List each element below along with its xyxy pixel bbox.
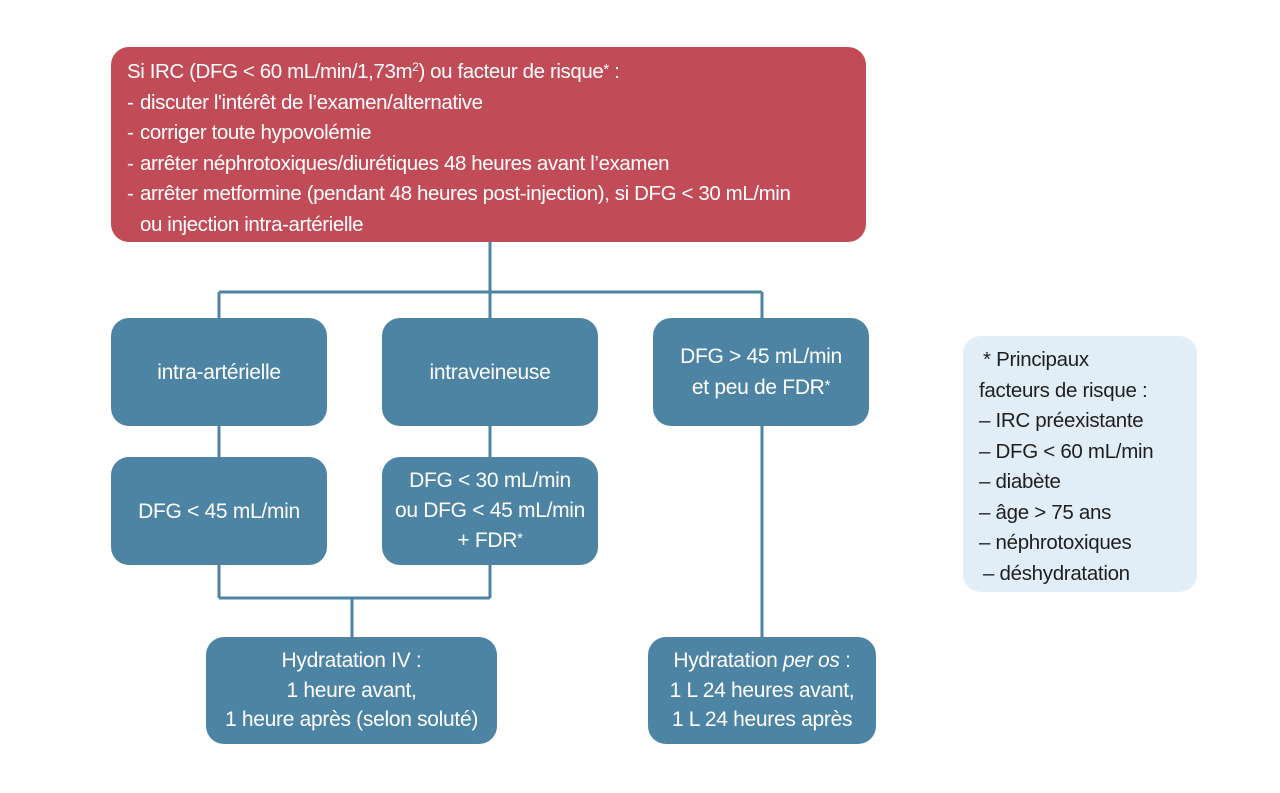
- risk-factors-title: * Principaux: [983, 348, 1089, 371]
- risk-factor-item: – DFG < 60 mL/min: [979, 439, 1154, 463]
- recommendation-item: -discuter l'intérêt de l’examen/alternat…: [127, 90, 483, 114]
- risk-factor-item: – néphrotoxiques: [979, 531, 1132, 554]
- risk-factor-item: – âge > 75 ans: [979, 500, 1112, 524]
- recommendations-title: Si IRC (DFG < 60 mL/min/1,73m2) ou facte…: [127, 60, 620, 83]
- risk-factor-item: – déshydratation: [983, 561, 1130, 585]
- box-hydratation-per-os: Hydratation per os : 1 L 24 heures avant…: [648, 637, 876, 744]
- risk-factor-item: – IRC préexistante: [979, 409, 1144, 432]
- risk-factors-box: * Principaux facteurs de risque : – IRC …: [963, 336, 1197, 592]
- recommendation-item: -arrêter metformine (pendant 48 heures p…: [127, 182, 791, 205]
- box-intra-arterielle: intra-artérielle: [111, 318, 327, 426]
- box-hydratation-iv: Hydratation IV : 1 heure avant, 1 heure …: [206, 637, 497, 744]
- risk-factors-subtitle: facteurs de risque :: [979, 378, 1148, 402]
- box-dfg-lt-45: DFG < 45 mL/min: [111, 457, 327, 565]
- box-intraveineuse: intraveineuse: [382, 318, 598, 426]
- recommendations-box: Si IRC (DFG < 60 mL/min/1,73m2) ou facte…: [111, 47, 866, 242]
- recommendation-item: -corriger toute hypovolémie: [127, 121, 372, 144]
- risk-factor-item: – diabète: [979, 470, 1061, 493]
- box-dfg30-or-45-fdr: DFG < 30 mL/min ou DFG < 45 mL/min + FDR…: [382, 457, 598, 565]
- recommendation-item: -arrêter néphrotoxiques/diurétiques 48 h…: [127, 151, 670, 175]
- recommendation-continuation: ou injection intra-artérielle: [140, 212, 364, 236]
- box-dfg45-peu-fdr: DFG > 45 mL/min et peu de FDR*: [653, 318, 869, 426]
